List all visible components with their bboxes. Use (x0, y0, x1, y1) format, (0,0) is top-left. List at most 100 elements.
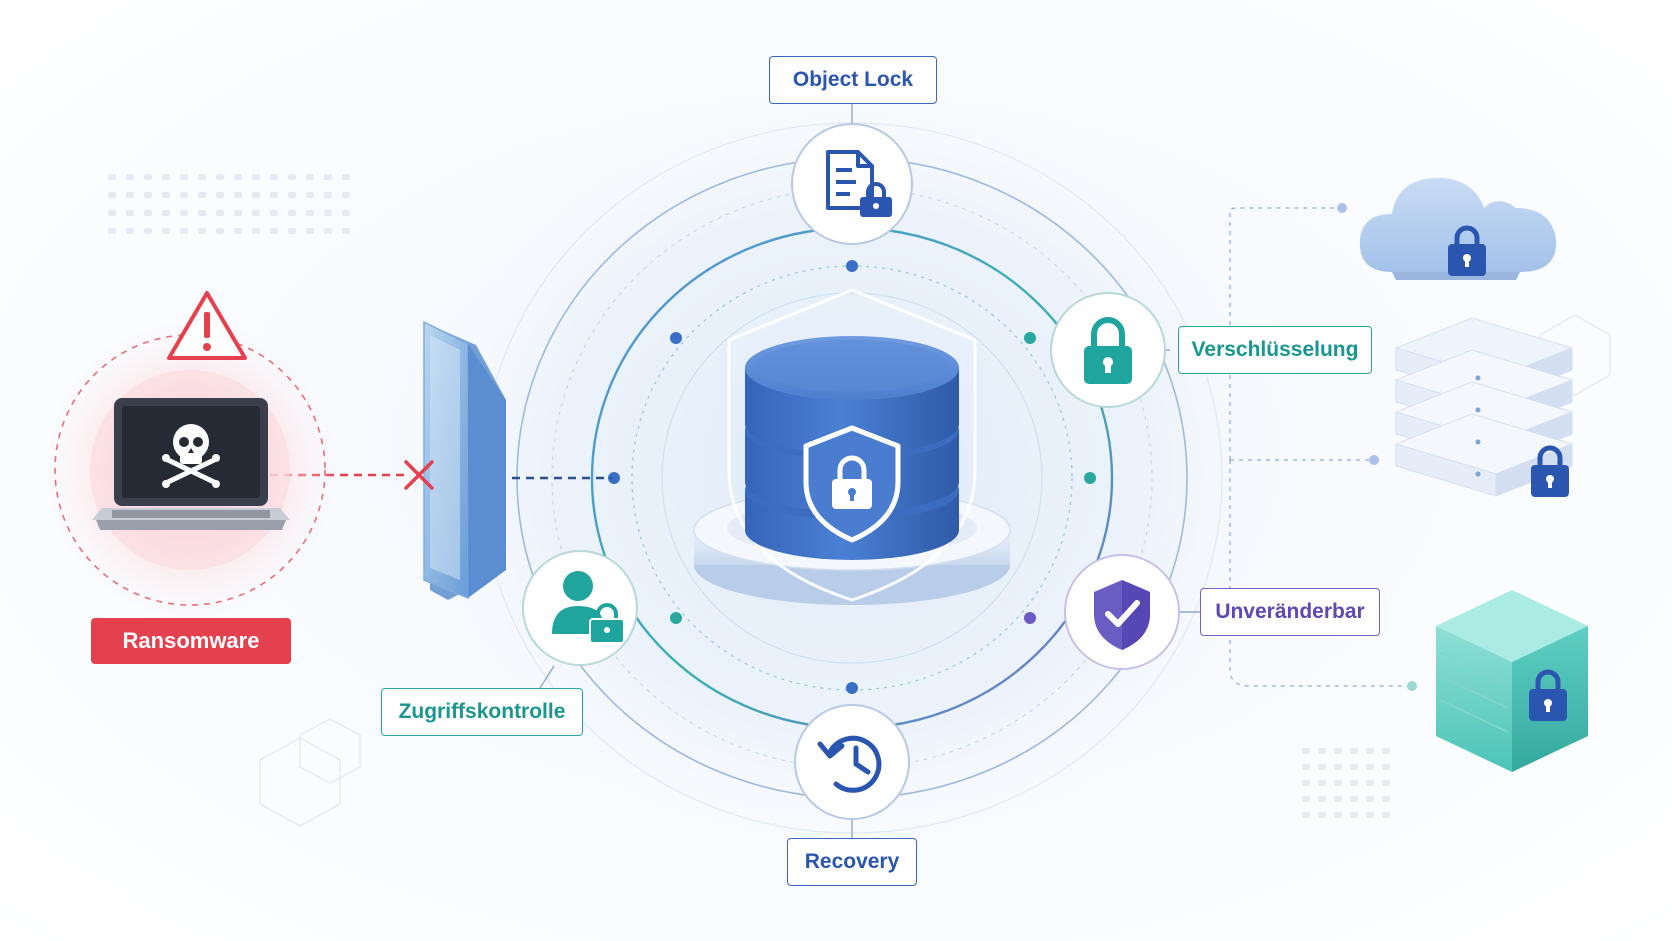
decor-dot (108, 210, 116, 216)
decor-dot (342, 174, 350, 180)
decor-dot (324, 228, 332, 234)
attack-path (270, 473, 612, 480)
storage-cube-lock-icon (1436, 590, 1588, 772)
decor-dot (216, 192, 224, 198)
decor-dot (1382, 812, 1390, 818)
decor-dot (234, 228, 242, 234)
decor-dot (198, 192, 206, 198)
decor-dot (1318, 812, 1326, 818)
decor-dot (1302, 764, 1310, 770)
decor-dot (1302, 812, 1310, 818)
feature-circle-recovery[interactable] (794, 704, 910, 820)
decor-dot (1350, 764, 1358, 770)
decor-dot (1382, 780, 1390, 786)
decor-dot (180, 192, 188, 198)
decor-dot (162, 192, 170, 198)
decor-dot (252, 192, 260, 198)
decor-dot (1334, 796, 1342, 802)
decor-dot (144, 210, 152, 216)
cloud-lock-icon (1359, 177, 1557, 280)
decor-dot (252, 228, 260, 234)
decor-dot (234, 210, 242, 216)
label-access-control: Zugriffskontrolle (381, 688, 583, 736)
decor-dot (1302, 748, 1310, 754)
feature-circle-access-control[interactable] (522, 550, 638, 666)
decor-dot (1350, 748, 1358, 754)
decor-dot (144, 192, 152, 198)
feature-circle-immutable[interactable] (1064, 554, 1180, 670)
label-recovery: Recovery (787, 838, 917, 886)
decor-dot (342, 228, 350, 234)
decor-dot (108, 174, 116, 180)
decor-dot (252, 174, 260, 180)
decor-dot (1350, 780, 1358, 786)
decor-dot (162, 174, 170, 180)
decor-dot (1366, 796, 1374, 802)
decor-dot (1350, 796, 1358, 802)
decor-dot (1382, 748, 1390, 754)
decor-dot (252, 210, 260, 216)
database-shield-lock-icon (803, 425, 901, 543)
decor-dot (1366, 748, 1374, 754)
server-lock-icon (1394, 317, 1574, 497)
decor-dot (180, 174, 188, 180)
decor-dot (144, 174, 152, 180)
decor-dot (1382, 764, 1390, 770)
decor-dot (1366, 780, 1374, 786)
decor-dot (1366, 812, 1374, 818)
decor-dot-grid-right (1302, 748, 1390, 818)
decor-dot (270, 192, 278, 198)
decor-dot (162, 228, 170, 234)
decor-dot (126, 174, 134, 180)
storage-connectors (1229, 207, 1410, 687)
decor-dot (1302, 796, 1310, 802)
decor-dot (126, 228, 134, 234)
server-led (1475, 439, 1481, 445)
shield-check-icon (1094, 580, 1150, 650)
decor-dot (288, 228, 296, 234)
decor-dot (1302, 780, 1310, 786)
server-led (1475, 375, 1481, 381)
feature-circle-object-lock[interactable] (791, 123, 913, 245)
storage-node (1337, 203, 1347, 213)
storage-node (1369, 455, 1379, 465)
firewall-panel (423, 320, 506, 600)
decor-dot (126, 192, 134, 198)
storage-node (1407, 681, 1417, 691)
label-ransomware: Ransomware (91, 618, 291, 664)
decor-dot (306, 192, 314, 198)
decor-dot (216, 210, 224, 216)
decor-dot (1334, 780, 1342, 786)
decor-dot (288, 192, 296, 198)
decor-dot (234, 192, 242, 198)
decor-dot (216, 174, 224, 180)
decor-dot (324, 192, 332, 198)
padlock-icon (1084, 317, 1132, 384)
decor-dot (1318, 780, 1326, 786)
decor-dot (216, 228, 224, 234)
label-object-lock: Object Lock (769, 56, 937, 104)
decor-dot (342, 210, 350, 216)
decor-dot (198, 210, 206, 216)
decor-dot (126, 210, 134, 216)
label-immutable: Unveränderbar (1200, 588, 1380, 636)
server-led (1475, 471, 1481, 477)
decor-dot (1318, 764, 1326, 770)
decor-dot (144, 228, 152, 234)
feature-circle-encryption[interactable] (1050, 292, 1166, 408)
decor-dot (306, 210, 314, 216)
decor-dot (342, 192, 350, 198)
decor-dot (162, 210, 170, 216)
blocked-x-mark-icon (404, 460, 434, 490)
decor-dot (180, 210, 188, 216)
shield-outline (727, 288, 977, 602)
server-led (1475, 407, 1481, 413)
decor-dot (270, 174, 278, 180)
decor-dot (288, 210, 296, 216)
decor-dot (1318, 748, 1326, 754)
decor-dot (108, 192, 116, 198)
decor-dot (1334, 812, 1342, 818)
history-clock-icon (817, 735, 882, 793)
